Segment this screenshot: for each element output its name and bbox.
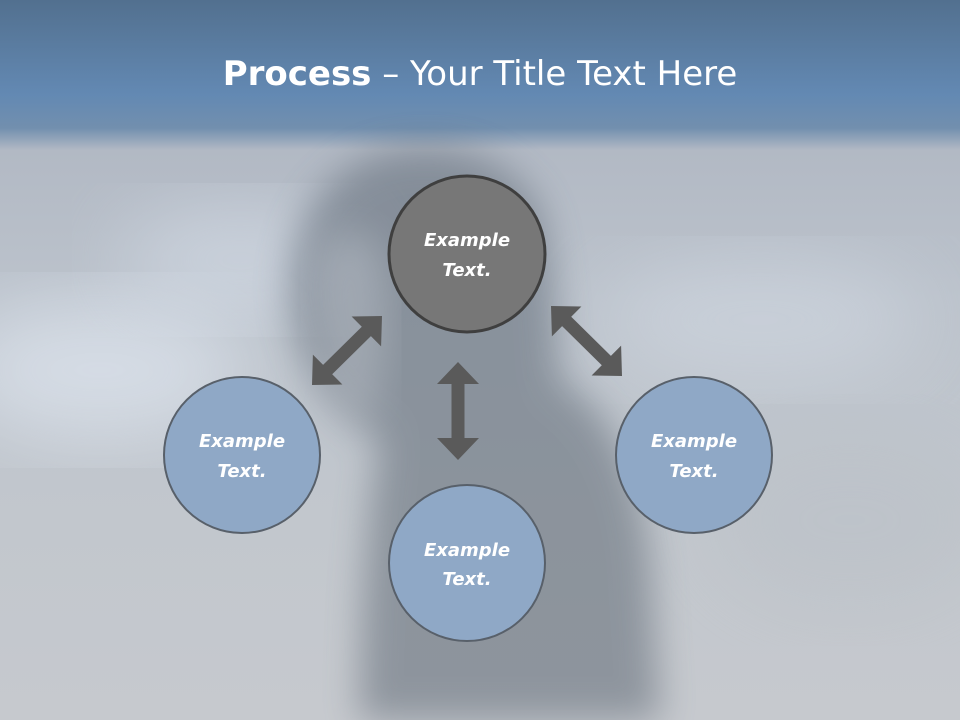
node-right-circle — [615, 376, 773, 534]
node-left-circle — [163, 376, 321, 534]
node-top-line1: Example — [424, 230, 510, 251]
node-bottom: Example Text. — [388, 484, 546, 642]
title-bold: Process — [222, 54, 372, 94]
slide-title: Process – Your Title Text Here — [0, 52, 960, 96]
node-top: Example Text. — [387, 174, 547, 334]
node-bottom-line2: Text. — [442, 569, 491, 590]
node-left-line2: Text. — [217, 461, 266, 482]
arrow-top-right — [551, 306, 622, 376]
node-top-circle — [387, 174, 547, 334]
arrow-top-bottom — [437, 362, 479, 460]
node-right-line2: Text. — [669, 461, 718, 482]
node-bottom-line1: Example — [424, 540, 510, 561]
arrow-top-left — [312, 316, 382, 385]
node-right: Example Text. — [615, 376, 773, 534]
node-left: Example Text. — [163, 376, 321, 534]
node-left-line1: Example — [199, 431, 285, 452]
arrows — [312, 306, 622, 460]
node-top-line2: Text. — [442, 260, 491, 281]
title-rest: – Your Title Text Here — [371, 54, 738, 94]
node-bottom-circle — [388, 484, 546, 642]
node-right-line1: Example — [651, 431, 737, 452]
